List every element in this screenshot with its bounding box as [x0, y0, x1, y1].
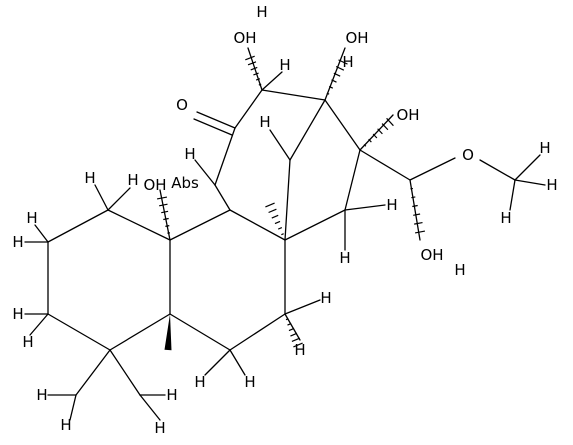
hydroxyl-label: OH — [143, 176, 166, 194]
hydrogen-label: H — [320, 289, 331, 307]
h-bond — [204, 349, 231, 376]
ring-a-bond — [47, 209, 109, 243]
hydrogen-label: H — [194, 373, 205, 391]
bridge-bond — [289, 99, 326, 161]
h-bond — [34, 224, 49, 243]
hydrogen-label: H — [60, 416, 71, 434]
wedge-bond-h — [164, 314, 172, 351]
h-bond — [29, 313, 49, 336]
ring-c-bond — [261, 89, 326, 101]
ring-c-bond — [234, 89, 263, 129]
hydrogen-label: H — [12, 305, 23, 323]
hydrogen-label: H — [294, 341, 305, 359]
hashed-bond-oh — [245, 55, 262, 86]
hydroxyl-label: OH — [345, 29, 368, 47]
side-chain-bond — [359, 149, 411, 181]
abs-stereo-flag: Abs — [171, 174, 199, 192]
ring-b-bond — [169, 209, 231, 241]
ring-b-bond — [169, 313, 231, 351]
bond-layer — [24, 47, 546, 421]
stereo-bond-layer — [156, 55, 426, 351]
hydroxyl-label: OH — [420, 246, 443, 264]
ring-a-bond — [109, 313, 171, 351]
hydroxyl-bond — [247, 47, 263, 91]
hydrogen-label: H — [342, 53, 353, 71]
h-bond — [261, 71, 283, 91]
hydrogen-label: H — [22, 333, 33, 351]
hydrogen-label: H — [166, 386, 177, 404]
hashed-bond-oh — [156, 196, 171, 234]
hashed-bond-oh — [410, 187, 426, 234]
h-bond — [139, 394, 161, 421]
ring-c-bond — [214, 127, 236, 186]
ring-c-bond — [284, 209, 346, 241]
side-chain-bond — [409, 157, 456, 181]
hydrogen-label: H — [279, 56, 290, 74]
methyl-bond — [75, 349, 111, 396]
ring-b-bond — [229, 313, 286, 351]
h-bond — [194, 159, 216, 186]
hashed-bond-oh — [326, 59, 348, 95]
h-bond — [509, 179, 516, 211]
hydrogen-label: H — [454, 261, 465, 279]
hydrogen-label: H — [26, 209, 37, 227]
h-bond — [284, 299, 321, 315]
hydrogen-label: H — [259, 113, 270, 131]
carbonyl-oxygen-label: O — [176, 96, 188, 114]
hydrogen-label: H — [184, 145, 195, 163]
h-bond — [107, 187, 131, 211]
ring-a-bond — [47, 313, 111, 351]
ring-b-bond — [229, 209, 286, 241]
hydrogen-label: H — [244, 373, 255, 391]
hydrogen-label: H — [386, 196, 397, 214]
hydroxyl-label: OH — [396, 106, 419, 124]
methyl-bond — [109, 349, 141, 396]
hydrogen-label: H — [84, 169, 95, 187]
h-bond — [269, 129, 291, 161]
h-bond — [69, 394, 77, 421]
h-bond — [514, 154, 541, 181]
h-bond — [229, 349, 246, 376]
ring-a-bond — [107, 209, 171, 241]
carbonyl-bond — [196, 111, 236, 129]
hydrogen-label: H — [256, 3, 267, 21]
ring-c-bond — [344, 149, 361, 211]
ring-c-bond — [214, 184, 231, 211]
hydrogen-label: H — [12, 233, 23, 251]
hydroxyl-bond — [359, 114, 394, 151]
h-bond — [94, 184, 109, 211]
hashed-bond-h — [285, 318, 303, 348]
hydroxyl-label: OH — [233, 29, 256, 47]
hydrogen-label: H — [500, 209, 511, 227]
hydrogen-label: H — [546, 176, 557, 194]
hydrogen-label: H — [539, 139, 550, 157]
hydrogen-label: H — [127, 171, 138, 189]
hydrogen-label: H — [339, 249, 350, 267]
carbonyl-bond — [193, 118, 233, 136]
side-chain-bond — [409, 179, 421, 241]
bridge-bond — [284, 159, 291, 241]
methoxy-oxygen-label: O — [462, 146, 474, 164]
hashed-bond-h — [265, 202, 284, 236]
hashed-bond-oh — [363, 117, 394, 147]
hydrogen-label: H — [36, 386, 47, 404]
h-bond — [514, 179, 546, 186]
h-bond — [284, 313, 301, 341]
ring-c-bond — [324, 99, 361, 151]
methoxy-bond — [479, 159, 516, 181]
h-bond — [344, 204, 386, 211]
hydrogen-label: H — [154, 419, 165, 437]
